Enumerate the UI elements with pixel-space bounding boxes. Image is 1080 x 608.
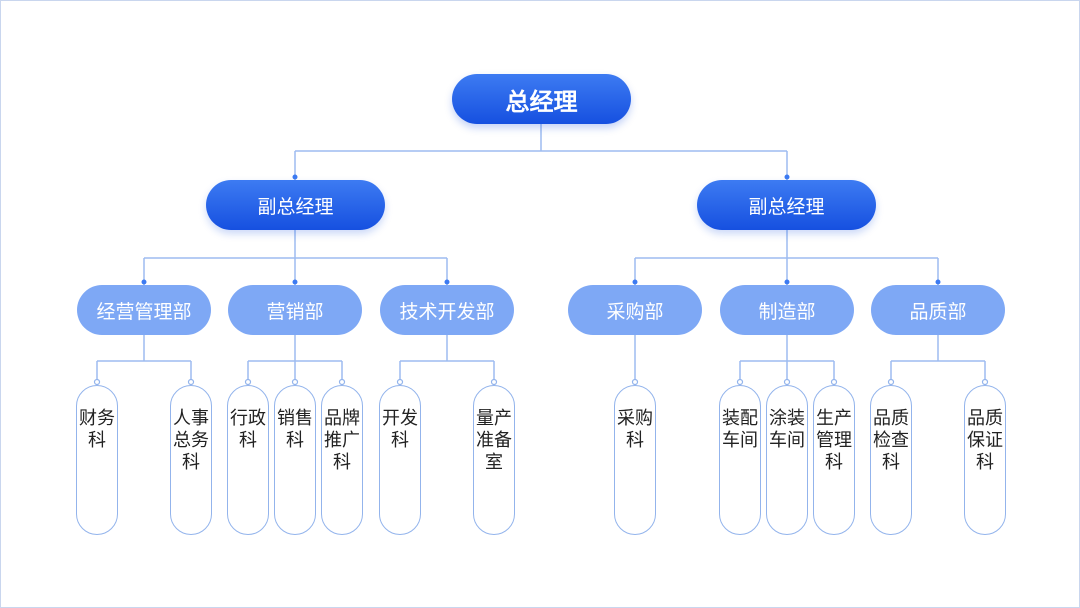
node-dept-marketing: 营销部 <box>228 285 362 335</box>
node-section-hr-general-affairs: 人事总务科 <box>170 385 212 535</box>
node-deputy-gm-left: 副总经理 <box>206 180 385 230</box>
node-section-quality-inspection: 品质检查科 <box>870 385 912 535</box>
node-section-sales: 销售科 <box>274 385 316 535</box>
node-section-assembly-workshop: 装配车间 <box>719 385 761 535</box>
node-section-purchasing: 采购科 <box>614 385 656 535</box>
node-section-development: 开发科 <box>379 385 421 535</box>
node-dept-tech-development: 技术开发部 <box>380 285 514 335</box>
node-section-finance: 财务科 <box>76 385 118 535</box>
node-dept-business-management: 经营管理部 <box>77 285 211 335</box>
node-section-administration: 行政科 <box>227 385 269 535</box>
node-dept-quality: 品质部 <box>871 285 1005 335</box>
node-general-manager: 总经理 <box>452 74 631 124</box>
node-section-painting-workshop: 涂装车间 <box>766 385 808 535</box>
node-section-mass-production-prep: 量产准备室 <box>473 385 515 535</box>
node-dept-manufacturing: 制造部 <box>720 285 854 335</box>
node-section-quality-assurance: 品质保证科 <box>964 385 1006 535</box>
node-deputy-gm-right: 副总经理 <box>697 180 876 230</box>
node-dept-purchasing: 采购部 <box>568 285 702 335</box>
node-section-brand-promotion: 品牌推广科 <box>321 385 363 535</box>
node-section-production-management: 生产管理科 <box>813 385 855 535</box>
